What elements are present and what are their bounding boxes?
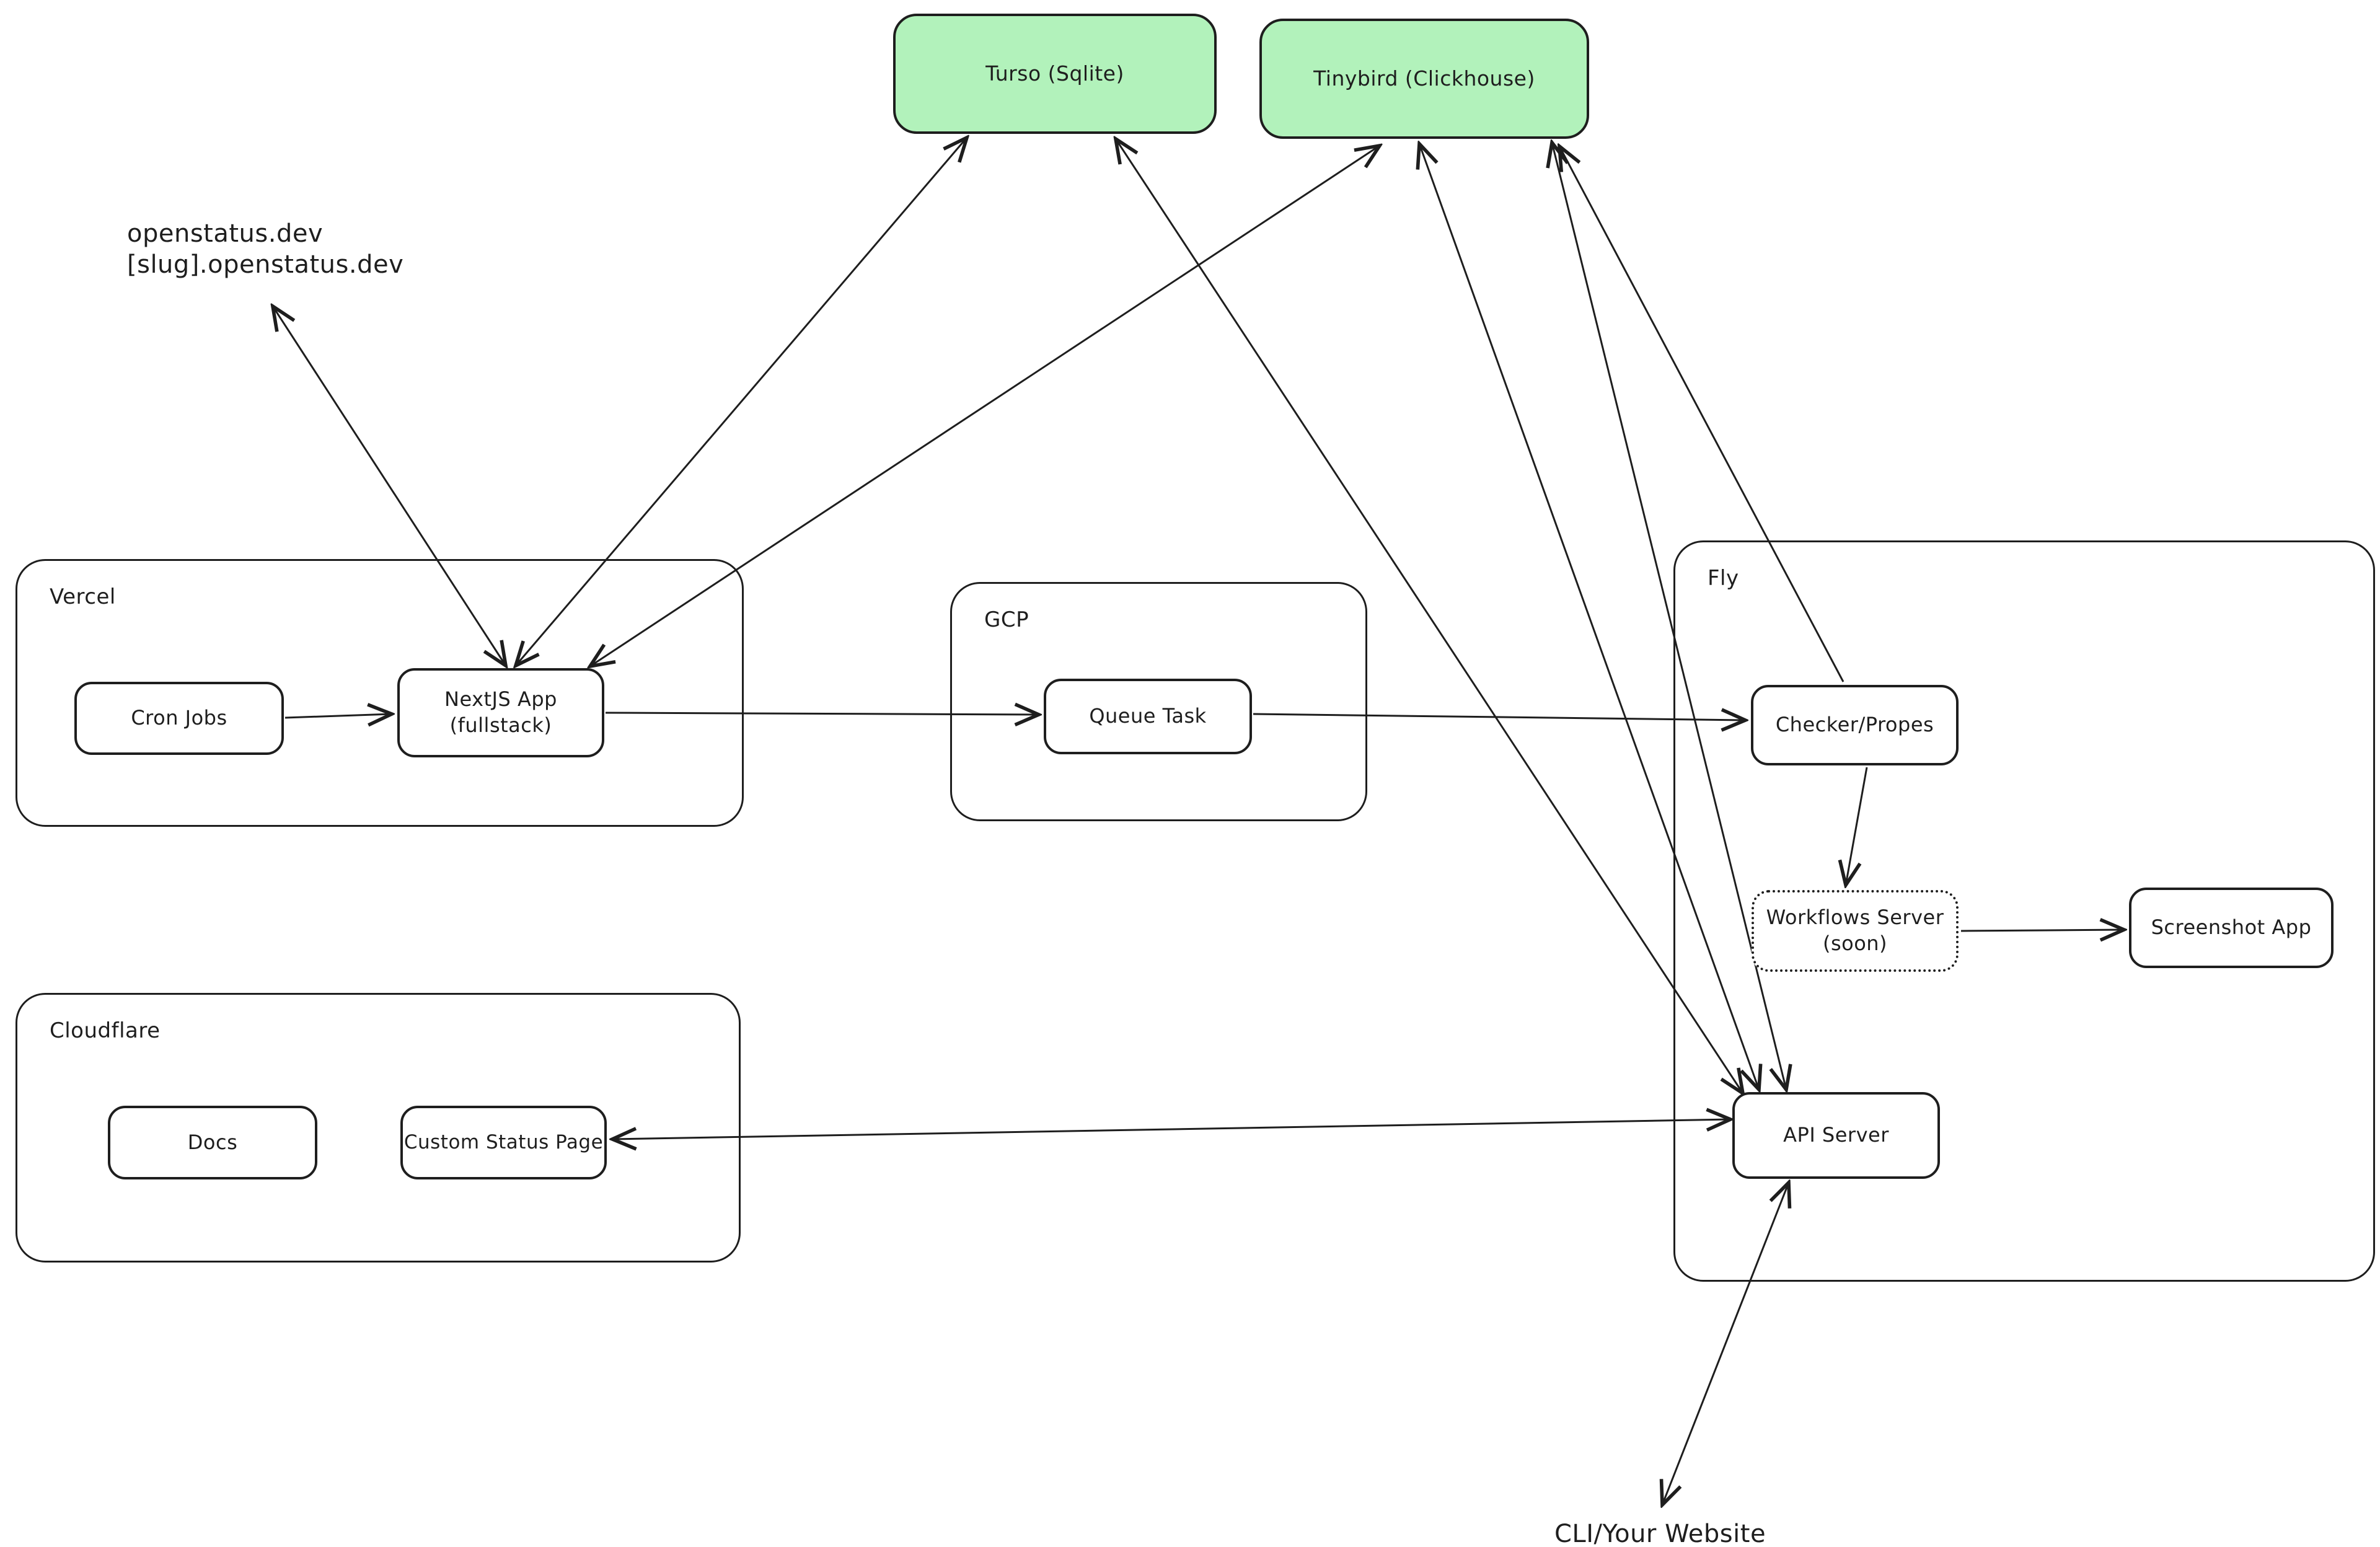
node-nextjs-app-label-line2: (fullstack) — [449, 713, 552, 737]
node-nextjs-app: NextJS App (fullstack) — [397, 668, 604, 757]
arrow-cron-nextjs — [284, 714, 392, 718]
container-vercel: Vercel — [15, 559, 744, 827]
node-workflows-server: Workflows Server (soon) — [1752, 890, 1959, 972]
container-fly: Fly — [1673, 540, 2375, 1282]
node-screenshot-app-label: Screenshot App — [2151, 915, 2312, 940]
text-openstatus-domains: openstatus.dev [slug].openstatus.dev — [127, 218, 403, 280]
arrow-domains-nextjs — [273, 306, 506, 666]
node-workflows-server-label-line2: (soon) — [1822, 932, 1888, 955]
text-openstatus-domains-line2: [slug].openstatus.dev — [127, 250, 404, 279]
node-tinybird: Tinybird (Clickhouse) — [1259, 19, 1589, 139]
node-custom-status-page-label: Custom Status Page — [403, 1131, 604, 1154]
arrow-api-cli — [1662, 1183, 1789, 1505]
arrow-api-statuspage — [612, 1119, 1730, 1139]
node-cron-jobs-label: Cron Jobs — [131, 706, 227, 730]
node-queue-task: Queue Task — [1044, 679, 1252, 754]
text-cli-your-website: CLI/Your Website — [1554, 1520, 1766, 1547]
node-turso: Turso (Sqlite) — [893, 14, 1217, 134]
arrow-workflows-screenshot — [1960, 930, 2124, 931]
container-cloudflare: Cloudflare — [15, 993, 741, 1263]
container-gcp-label: GCP — [984, 607, 1029, 632]
container-cloudflare-label: Cloudflare — [50, 1018, 161, 1043]
container-fly-label: Fly — [1708, 566, 1739, 591]
node-api-server-label: API Server — [1783, 1123, 1889, 1147]
node-tinybird-label: Tinybird (Clickhouse) — [1313, 66, 1535, 90]
node-checker-propes-label: Checker/Propes — [1775, 713, 1934, 737]
node-turso-label: Turso (Sqlite) — [985, 61, 1124, 86]
node-api-server: API Server — [1732, 1092, 1940, 1179]
node-queue-task-label: Queue Task — [1089, 704, 1207, 728]
arrow-tinybird-api-2 — [1552, 143, 1786, 1090]
node-screenshot-app: Screenshot App — [2129, 888, 2334, 968]
container-gcp: GCP — [950, 582, 1367, 821]
node-custom-status-page: Custom Status Page — [400, 1106, 607, 1179]
node-cron-jobs: Cron Jobs — [74, 682, 284, 755]
container-vercel-label: Vercel — [50, 584, 116, 609]
node-workflows-server-label-line1: Workflows Server — [1766, 906, 1944, 930]
arrow-checker-workflows — [1846, 767, 1868, 885]
node-docs-label: Docs — [187, 1130, 238, 1154]
text-openstatus-domains-line1: openstatus.dev — [127, 219, 324, 248]
node-nextjs-app-label-line1: NextJS App — [444, 687, 557, 712]
node-docs: Docs — [108, 1106, 317, 1179]
node-checker-propes: Checker/Propes — [1751, 685, 1959, 765]
arrow-nextjs-queue — [605, 713, 1039, 715]
